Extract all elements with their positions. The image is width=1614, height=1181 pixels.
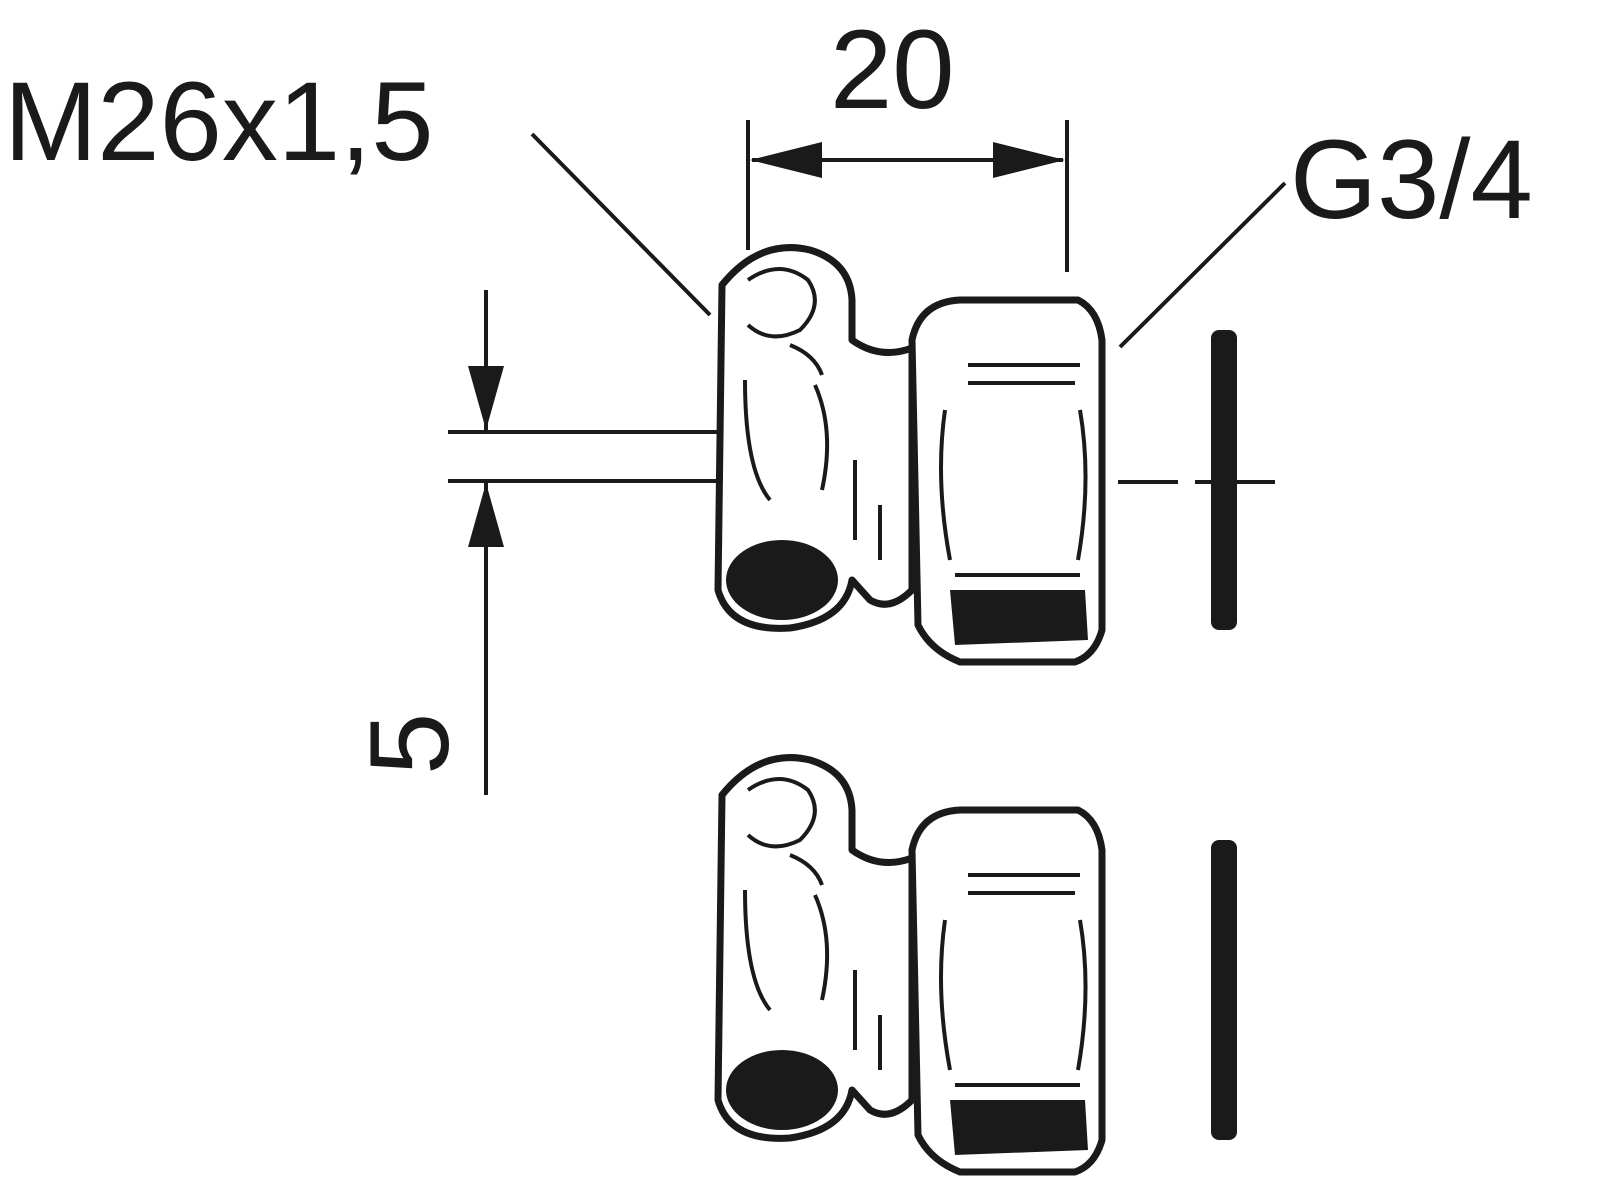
leader-line-m26 — [530, 132, 712, 317]
width-dimension — [746, 120, 1069, 272]
leader-line-g34 — [1118, 181, 1287, 349]
lower-fitting — [714, 754, 1237, 1176]
upper-fitting — [714, 244, 1275, 666]
thread-label-m26: M26x1,5 — [4, 59, 434, 184]
offset-dimension-label: 5 — [347, 713, 472, 775]
width-dimension-label: 20 — [830, 7, 955, 132]
pipe-thread-label-g34: G3/4 — [1290, 117, 1533, 242]
